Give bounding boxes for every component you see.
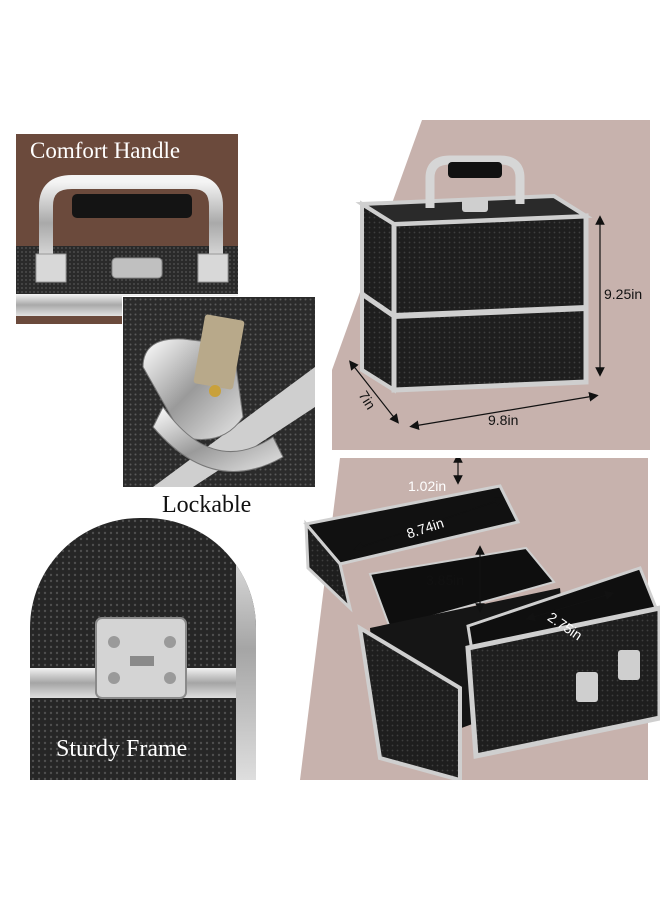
height-dimension-label: 9.25in xyxy=(604,286,643,302)
compartment-depth-dimension-label: 3.85in xyxy=(426,572,465,588)
sturdy-frame-label: Sturdy Frame xyxy=(56,736,188,762)
tray-height-dimension-label: 1.02in xyxy=(408,478,447,494)
lock-closeup-panel xyxy=(122,296,316,488)
open-case-panel: 1.02in 8.74in 3.85in 2.75in xyxy=(300,458,660,780)
closed-case-photo xyxy=(332,120,650,450)
comfort-handle-label: Comfort Handle xyxy=(30,138,181,163)
comfort-handle-photo xyxy=(16,134,238,324)
closed-case-dimension-lines xyxy=(349,215,605,430)
lock-closeup-photo xyxy=(123,297,315,487)
closed-case-panel: 9.25in 7in 9.8in xyxy=(332,120,650,450)
sturdy-frame-photo xyxy=(30,518,256,780)
open-case-dimension-lines xyxy=(353,458,615,622)
width-dimension-label: 9.8in xyxy=(488,412,519,428)
lockable-label: Lockable xyxy=(162,492,252,518)
sturdy-frame-panel: Sturdy Frame xyxy=(30,518,256,780)
comfort-handle-panel: Comfort Handle xyxy=(16,134,238,324)
